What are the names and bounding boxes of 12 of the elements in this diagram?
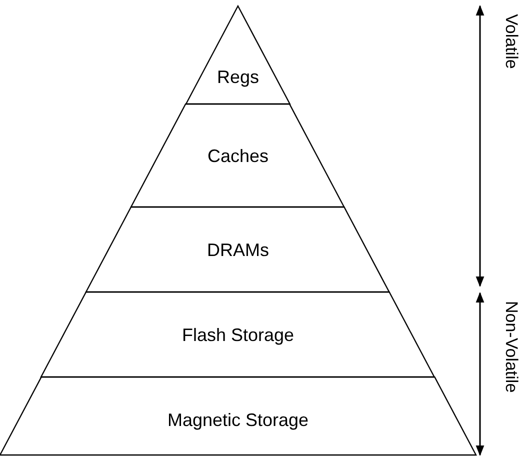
range-label: Non-Volatile — [501, 301, 521, 393]
pyramid-tier — [41, 292, 435, 377]
tier-label: Flash Storage — [180, 324, 296, 344]
pyramid-tier — [86, 207, 390, 292]
pyramid-tier — [186, 6, 290, 104]
range-label: Volatile — [501, 14, 521, 69]
tier-label: Magnetic Storage — [166, 410, 310, 430]
pyramid-tier — [0, 377, 476, 455]
tier-label: Regs — [216, 66, 260, 87]
tier-label: DRAMs — [206, 240, 270, 260]
pyramid-tier — [131, 104, 345, 207]
tier-label: Caches — [206, 146, 270, 166]
